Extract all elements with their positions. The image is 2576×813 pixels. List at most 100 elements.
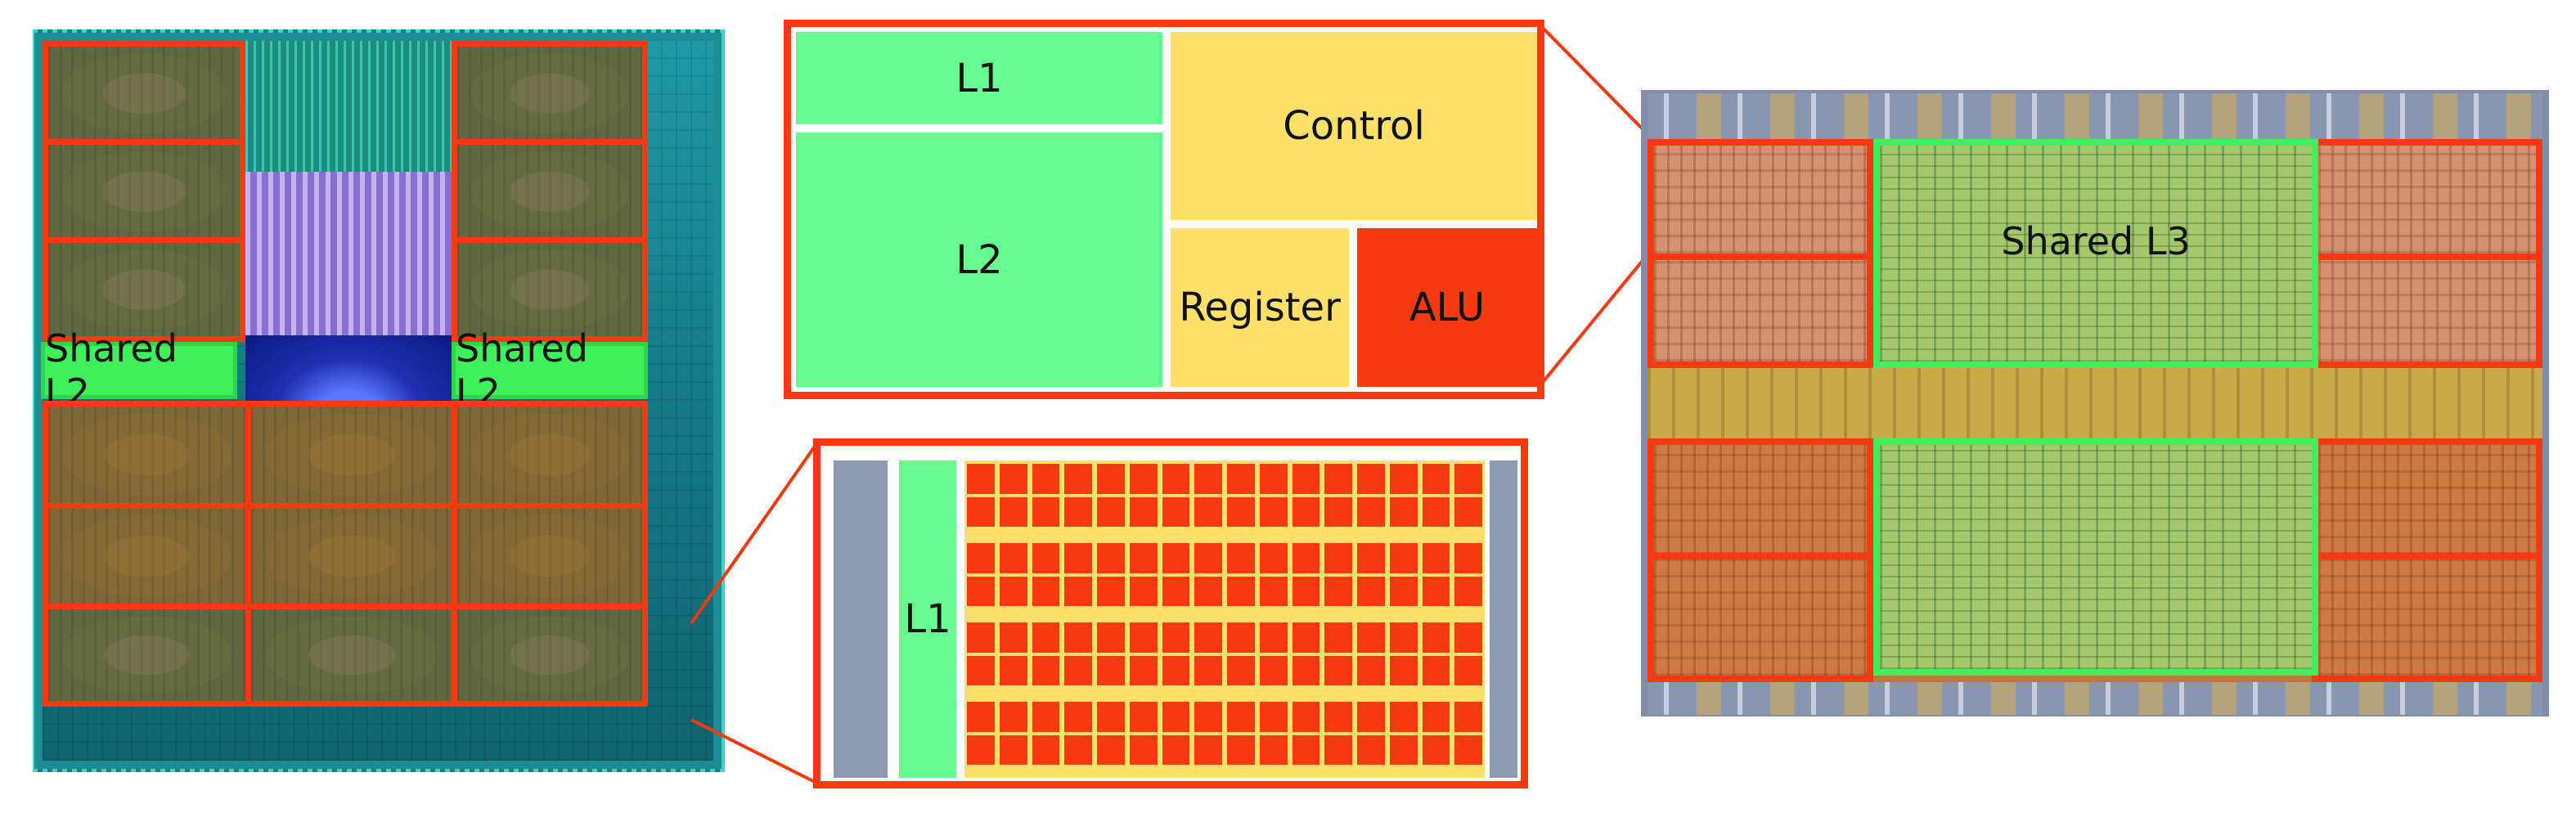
gpu-alu-cell (1324, 496, 1352, 527)
gpu-alu-cell (1324, 734, 1352, 765)
gpu-alu-cell (1324, 655, 1352, 685)
cpu-core-alu: ALU (1357, 228, 1537, 387)
gpu-alu-cell (999, 496, 1027, 527)
gpu-alu-cell (1064, 464, 1092, 494)
gpu-alu-cell (1162, 543, 1190, 573)
gpu-core-alu-grid (964, 460, 1485, 778)
gpu-center-teal-block (245, 41, 452, 172)
cpu-die-bottom-io (1648, 682, 2542, 715)
gpu-alu-cell (1454, 655, 1482, 685)
gpu-alu-cell (1422, 576, 1450, 606)
gpu-alu-cell (1259, 464, 1288, 494)
cpu-core-l1-cache: L1 (796, 32, 1162, 124)
gpu-alu-cell (1194, 734, 1222, 765)
gpu-alu-cell (1422, 702, 1450, 732)
gpu-alu-cell (1259, 543, 1288, 573)
gpu-alu-cell (1389, 576, 1418, 606)
gpu-alu-cell (1422, 622, 1450, 653)
gpu-alu-cell (1194, 622, 1222, 653)
gpu-alu-cell (967, 734, 995, 765)
gpu-alu-cell (1032, 622, 1060, 653)
gpu-alu-cell (1032, 576, 1060, 606)
gpu-core (43, 41, 245, 146)
gpu-core (43, 401, 251, 509)
gpu-alu-cell (1227, 496, 1255, 527)
gpu-core (452, 41, 648, 146)
gpu-alu-cell (1129, 734, 1158, 765)
gpu-alu-cell (1422, 464, 1450, 494)
gpu-alu-cell (1064, 576, 1092, 606)
gpu-alu-cell (999, 734, 1027, 765)
gpu-alu-cell (1097, 543, 1125, 573)
gpu-alu-cell (1194, 655, 1222, 685)
gpu-alu-cell (1259, 702, 1288, 732)
gpu-alu-cell (999, 576, 1027, 606)
gpu-alu-cell (1064, 543, 1092, 573)
gpu-center-purple-block (245, 172, 452, 335)
gpu-alu-cell (1064, 496, 1092, 527)
gpu-alu-cell (1032, 734, 1060, 765)
gpu-alu-cell (1097, 622, 1125, 653)
gpu-alu-cell (1324, 702, 1352, 732)
cpu-uncore-band (1648, 368, 2542, 442)
gpu-core (452, 237, 648, 342)
gpu-alu-cell (1129, 496, 1158, 527)
gpu-alu-cell (1194, 702, 1222, 732)
gpu-alu-cell (1097, 655, 1125, 685)
gpu-alu-cell (1324, 464, 1352, 494)
cpu-core (2312, 139, 2542, 260)
gpu-alu-cell (1454, 622, 1482, 653)
gpu-core-highlighted (43, 604, 251, 707)
cpu-core (1648, 139, 1873, 260)
gpu-alu-cell (1292, 543, 1320, 573)
gpu-alu-cell (1032, 702, 1060, 732)
gpu-alu-cell (1227, 464, 1255, 494)
gpu-alu-cell (1292, 496, 1320, 527)
gpu-alu-cell (999, 622, 1027, 653)
gpu-alu-cell (1389, 543, 1418, 573)
gpu-core (245, 401, 458, 509)
gpu-core-detail-panel: L1 (813, 438, 1528, 788)
gpu-alu-cell (1389, 464, 1418, 494)
gpu-alu-cell (1454, 734, 1482, 765)
gpu-alu-cell (1097, 464, 1125, 494)
gpu-alu-cell (1389, 734, 1418, 765)
gpu-alu-cell (1227, 543, 1255, 573)
gpu-core (245, 604, 458, 707)
gpu-core (43, 139, 245, 244)
cpu-shared-l3-bottom (1873, 438, 2318, 676)
cpu-die-top-io (1648, 93, 2542, 141)
gpu-alu-cell (1292, 655, 1320, 685)
gpu-alu-cell (1162, 464, 1190, 494)
gpu-alu-cell (1357, 702, 1385, 732)
gpu-alu-cell (967, 464, 995, 494)
gpu-alu-cell (967, 543, 995, 573)
gpu-core (452, 503, 648, 609)
gpu-alu-cell (1422, 496, 1450, 527)
gpu-alu-cell (1194, 543, 1222, 573)
gpu-alu-cell (967, 496, 995, 527)
gpu-alu-cell (1292, 464, 1320, 494)
gpu-alu-cell (1357, 622, 1385, 653)
gpu-alu-cell (967, 655, 995, 685)
gpu-alu-cell (1324, 543, 1352, 573)
gpu-alu-cell (1162, 622, 1190, 653)
gpu-alu-cell (1357, 496, 1385, 527)
gpu-alu-cell (999, 655, 1027, 685)
gpu-alu-cell (967, 702, 995, 732)
gpu-alu-cell (1032, 655, 1060, 685)
cpu-shared-l3-label: Shared L3 (2001, 219, 2191, 263)
gpu-alu-cell (1129, 702, 1158, 732)
gpu-alu-cell (1227, 734, 1255, 765)
gpu-alu-cell (1097, 576, 1125, 606)
gpu-alu-cell (1292, 734, 1320, 765)
gpu-core (452, 139, 648, 244)
gpu-alu-cell (1032, 543, 1060, 573)
gpu-alu-cell (1194, 576, 1222, 606)
cpu-core (1648, 553, 1873, 682)
gpu-alu-cell (1357, 464, 1385, 494)
gpu-alu-cell (1227, 576, 1255, 606)
gpu-alu-cell (1129, 464, 1158, 494)
gpu-alu-cell (1129, 576, 1158, 606)
gpu-alu-cell (1357, 655, 1385, 685)
